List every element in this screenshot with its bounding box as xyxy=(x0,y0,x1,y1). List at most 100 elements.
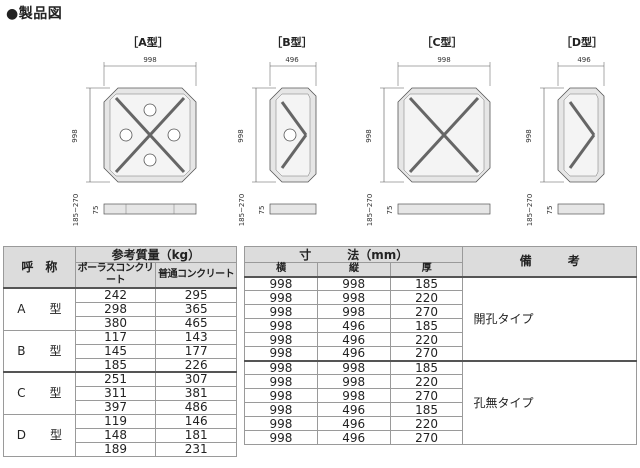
header-porous: ポーラスコンクリート xyxy=(74,262,157,289)
table-cell: 998 xyxy=(316,359,391,375)
table-cell: 998 xyxy=(244,332,318,347)
type-d-thin-dim: 75 xyxy=(546,205,554,215)
table-cell: 231 xyxy=(155,441,237,457)
table-cell: 298 xyxy=(74,301,157,317)
table-cell: 998 xyxy=(244,275,318,291)
table-cell: 998 xyxy=(244,304,318,319)
header-dimension: 寸 法（mm） xyxy=(243,246,464,263)
table-cell: 496 xyxy=(316,318,391,333)
row-label-d: D 型 xyxy=(3,413,76,457)
type-a-label: ［A型］ xyxy=(127,36,169,49)
table-cell: 998 xyxy=(244,430,318,445)
table-cell: 307 xyxy=(155,371,237,387)
table-cell: 270 xyxy=(389,346,464,361)
type-a-thickness-dim: 185~270 xyxy=(72,193,80,227)
page-title: ●製品図 xyxy=(6,6,63,22)
type-b-plan xyxy=(252,62,317,215)
table-cell: 189 xyxy=(74,441,157,457)
table-cell: 148 xyxy=(74,427,157,443)
type-d-height-dim: 998 xyxy=(525,129,533,143)
table-cell: 117 xyxy=(74,329,157,345)
row-label-a: A 型 xyxy=(3,287,76,331)
table-cell: 146 xyxy=(155,413,237,429)
table-cell: 998 xyxy=(316,304,391,319)
table-cell: 496 xyxy=(316,416,391,431)
type-a-height-dim: 998 xyxy=(71,129,79,143)
table-cell: 496 xyxy=(316,332,391,347)
type-c-thin-dim: 75 xyxy=(386,205,394,215)
table-cell: 185 xyxy=(389,359,464,375)
type-b-label: ［B型］ xyxy=(271,36,313,49)
row-label-c: C 型 xyxy=(3,371,76,415)
row-label-b: B 型 xyxy=(3,329,76,373)
table-cell: 397 xyxy=(74,399,157,415)
type-c-thickness-dim: 185~270 xyxy=(366,193,374,227)
table-cell: 998 xyxy=(316,290,391,305)
header-thickness: 厚 xyxy=(389,262,464,277)
table-cell: 380 xyxy=(74,315,157,331)
table-cell: 496 xyxy=(316,402,391,417)
type-b-thin-dim: 75 xyxy=(258,205,266,215)
type-d-width-dim: 496 xyxy=(577,56,591,64)
table-cell: 145 xyxy=(74,343,157,359)
type-b-thickness-dim: 185~270 xyxy=(238,193,246,227)
table-cell: 143 xyxy=(155,329,237,345)
table-cell: 998 xyxy=(244,290,318,305)
table-cell: 177 xyxy=(155,343,237,359)
type-c-height-dim: 998 xyxy=(365,129,373,143)
table-cell: 998 xyxy=(316,388,391,403)
type-c-width-dim: 998 xyxy=(437,56,451,64)
table-cell: 998 xyxy=(244,346,318,361)
remark-no-hole: 孔無タイプ xyxy=(462,359,637,445)
table-cell: 270 xyxy=(389,430,464,445)
type-a-width-dim: 998 xyxy=(143,56,157,64)
table-cell: 465 xyxy=(155,315,237,331)
table-cell: 119 xyxy=(74,413,157,429)
header-width: 横 xyxy=(244,262,318,277)
table-cell: 998 xyxy=(244,388,318,403)
table-cell: 220 xyxy=(389,374,464,389)
table-cell: 998 xyxy=(316,374,391,389)
table-cell: 998 xyxy=(244,359,318,375)
table-cell: 185 xyxy=(389,402,464,417)
table-cell: 486 xyxy=(155,399,237,415)
table-cell: 295 xyxy=(155,287,237,303)
table-cell: 365 xyxy=(155,301,237,317)
table-cell: 381 xyxy=(155,385,237,401)
header-name: 呼 称 xyxy=(3,246,76,289)
table-cell: 496 xyxy=(316,346,391,361)
table-cell: 242 xyxy=(74,287,157,303)
table-cell: 220 xyxy=(389,416,464,431)
table-cell: 998 xyxy=(244,318,318,333)
header-remark: 備 考 xyxy=(462,246,637,277)
product-drawings: ［A型］ 998 998 185~270 75 ［B型］ 496 xyxy=(0,24,640,226)
type-c-label: ［C型］ xyxy=(421,36,463,49)
table-cell: 998 xyxy=(244,402,318,417)
type-d-thickness-dim: 185~270 xyxy=(526,193,534,227)
type-a-thin-dim: 75 xyxy=(92,205,100,215)
table-cell: 311 xyxy=(74,385,157,401)
table-cell: 226 xyxy=(155,357,237,373)
table-cell: 185 xyxy=(74,357,157,373)
type-c-plan xyxy=(380,62,491,215)
header-normal: 普通コンクリート xyxy=(155,262,237,289)
table-cell: 251 xyxy=(74,371,157,387)
table-cell: 220 xyxy=(389,332,464,347)
type-d-plan xyxy=(540,62,605,215)
type-a-plan xyxy=(86,62,197,215)
table-cell: 998 xyxy=(244,416,318,431)
header-weight: 参考質量（kg） xyxy=(74,246,238,263)
type-b-height-dim: 998 xyxy=(237,129,245,143)
table-cell: 998 xyxy=(244,374,318,389)
remark-perforated: 開孔タイプ xyxy=(462,275,637,361)
table-cell: 998 xyxy=(316,275,391,291)
table-cell: 181 xyxy=(155,427,237,443)
table-cell: 496 xyxy=(316,430,391,445)
type-b-width-dim: 496 xyxy=(285,56,299,64)
header-length: 縦 xyxy=(316,262,391,277)
table-cell: 270 xyxy=(389,304,464,319)
table-cell: 220 xyxy=(389,290,464,305)
table-cell: 185 xyxy=(389,318,464,333)
table-cell: 270 xyxy=(389,388,464,403)
